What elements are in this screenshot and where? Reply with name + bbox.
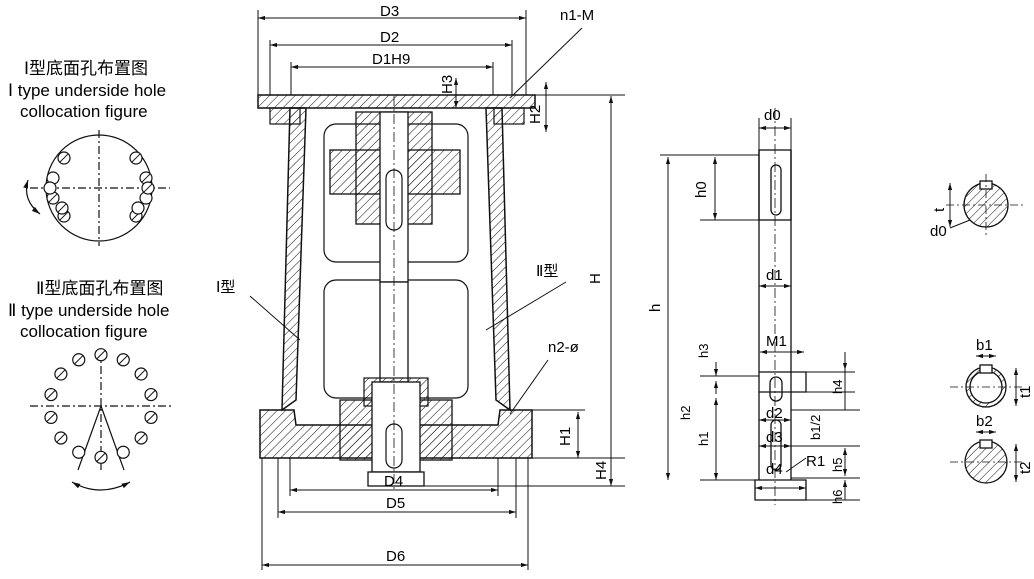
section-middle-labels: b1 t1 (976, 337, 1034, 398)
dim-h5: h5 (830, 458, 845, 472)
dim-d1: d1 (766, 267, 783, 284)
type2-caption-en-1: Ⅱ type underside hole (8, 301, 169, 320)
bolt-hole (72, 445, 86, 459)
main-dimensions (249, 10, 625, 570)
dim-H4: H4 (593, 461, 610, 480)
dim-d4: d4 (766, 461, 783, 478)
dim-h0: h0 (693, 181, 710, 198)
dim-b1: b1 (976, 337, 993, 354)
section-bottom (950, 429, 1024, 484)
bolt-hole (131, 201, 145, 215)
label-type2: Ⅱ型 (536, 263, 558, 280)
dim-d0: d0 (764, 107, 781, 124)
dim-d2: d2 (766, 405, 783, 422)
section-bottom-labels: b2 t2 (976, 413, 1034, 474)
type1-caption: Ⅰ型底面孔布置图 Ⅰ type underside hole collocati… (8, 59, 166, 121)
dim-b2: b2 (976, 413, 993, 430)
type2-caption: Ⅱ型底面孔布置图 Ⅱ type underside hole collocati… (8, 279, 169, 341)
dim-D4: D4 (384, 473, 403, 490)
dim-R1: R1 (806, 453, 825, 470)
main-dimension-labels: D3 D2 D1H9 H3 H2 H H1 H4 D4 D5 D6 n1-M n… (216, 3, 610, 565)
dim-H2: H2 (527, 105, 544, 124)
type1-caption-en-1: Ⅰ type underside hole (8, 81, 166, 100)
dim-h2: h2 (678, 406, 693, 420)
dim-d3: d3 (766, 429, 783, 446)
dim-D1H9: D1H9 (372, 51, 410, 68)
dim-d0-section: d0 (930, 223, 947, 240)
type1-hole-pattern (23, 130, 170, 246)
dim-H: H (587, 273, 604, 284)
label-n2-o: n2-ø (548, 339, 579, 356)
dim-h: h (647, 304, 664, 312)
dim-t: t (931, 207, 948, 212)
dim-D6: D6 (386, 548, 405, 565)
shaft-dimension-labels: d0 h0 h d1 M1 h3 h2 h1 h4 d2 b1/2 d3 R1 … (647, 107, 845, 504)
dim-D2: D2 (380, 29, 399, 46)
dim-h6: h6 (830, 490, 845, 504)
section-top-labels: t d0 (930, 207, 948, 240)
dim-t2: t2 (1017, 461, 1034, 474)
dim-D3: D3 (380, 3, 399, 20)
dim-H3: H3 (439, 75, 456, 94)
dim-D5: D5 (386, 495, 405, 512)
bolt-hole (43, 181, 57, 195)
label-type1: Ⅰ型 (216, 279, 235, 296)
dim-M1: M1 (766, 333, 787, 350)
type2-caption-en-2: collocation figure (20, 322, 148, 341)
type1-caption-en-2: collocation figure (20, 102, 148, 121)
section-top (946, 174, 1026, 236)
type2-caption-cn: Ⅱ型底面孔布置图 (36, 279, 163, 298)
dim-h4: h4 (830, 380, 845, 394)
type1-caption-cn: Ⅰ型底面孔布置图 (24, 59, 148, 78)
reducer-body-section (257, 94, 536, 490)
dim-h3: h3 (696, 344, 711, 358)
label-n1-M: n1-M (560, 7, 594, 24)
section-middle (950, 353, 1024, 408)
bolt-hole (116, 445, 130, 459)
dim-t1: t1 (1017, 385, 1034, 398)
dim-H1: H1 (557, 427, 574, 446)
shaft-dimensions (660, 118, 860, 501)
dim-b1-2: b1/2 (808, 415, 823, 440)
dim-h1: h1 (696, 432, 711, 446)
type2-hole-pattern (30, 348, 172, 491)
